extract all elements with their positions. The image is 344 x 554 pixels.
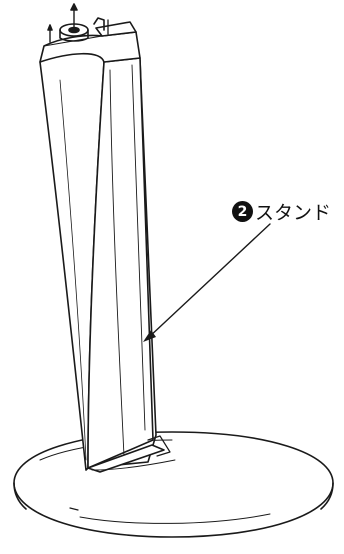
callout-number-badge: 2 (232, 201, 253, 222)
stand-callout: 2 スタンド (232, 198, 331, 225)
top-connector (47, 3, 109, 43)
stand-base (13, 431, 334, 538)
callout-leader (143, 223, 271, 342)
callout-label: スタンド (255, 202, 332, 224)
stand-column (39, 21, 176, 473)
